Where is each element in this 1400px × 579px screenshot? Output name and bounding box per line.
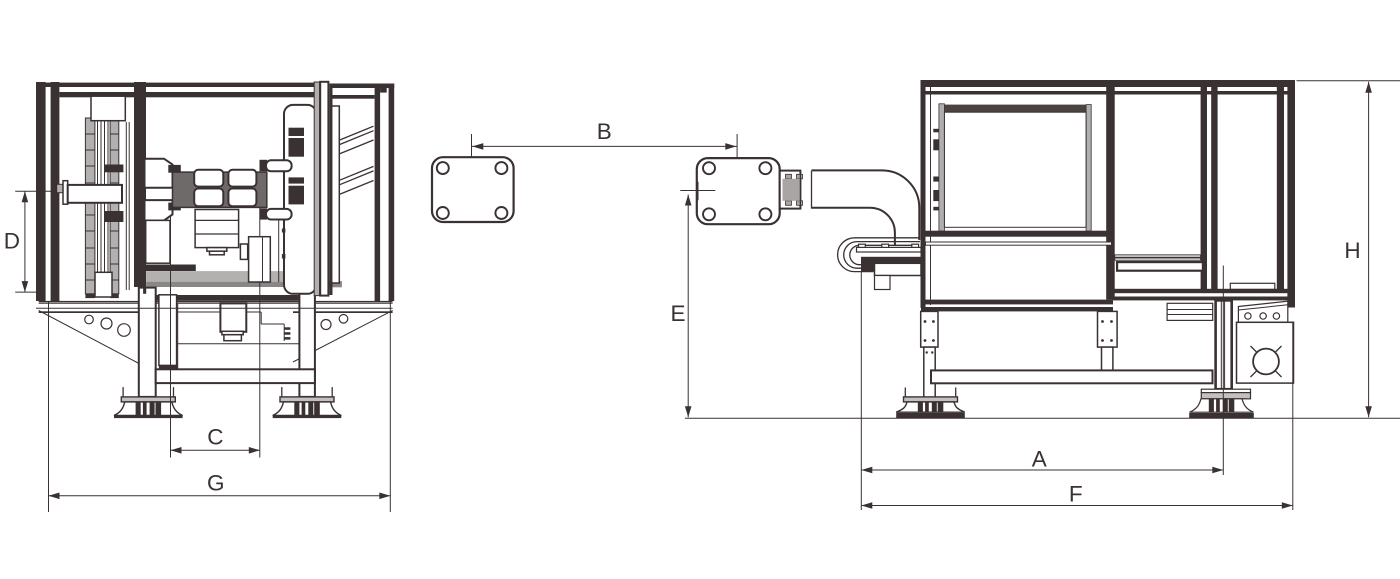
svg-text:G: G — [207, 471, 225, 496]
svg-text:C: C — [207, 424, 223, 449]
svg-text:E: E — [670, 301, 685, 326]
svg-text:H: H — [1344, 238, 1360, 263]
svg-text:B: B — [597, 119, 612, 144]
svg-text:A: A — [1032, 446, 1047, 471]
svg-text:F: F — [1069, 481, 1083, 506]
svg-text:D: D — [4, 228, 20, 253]
